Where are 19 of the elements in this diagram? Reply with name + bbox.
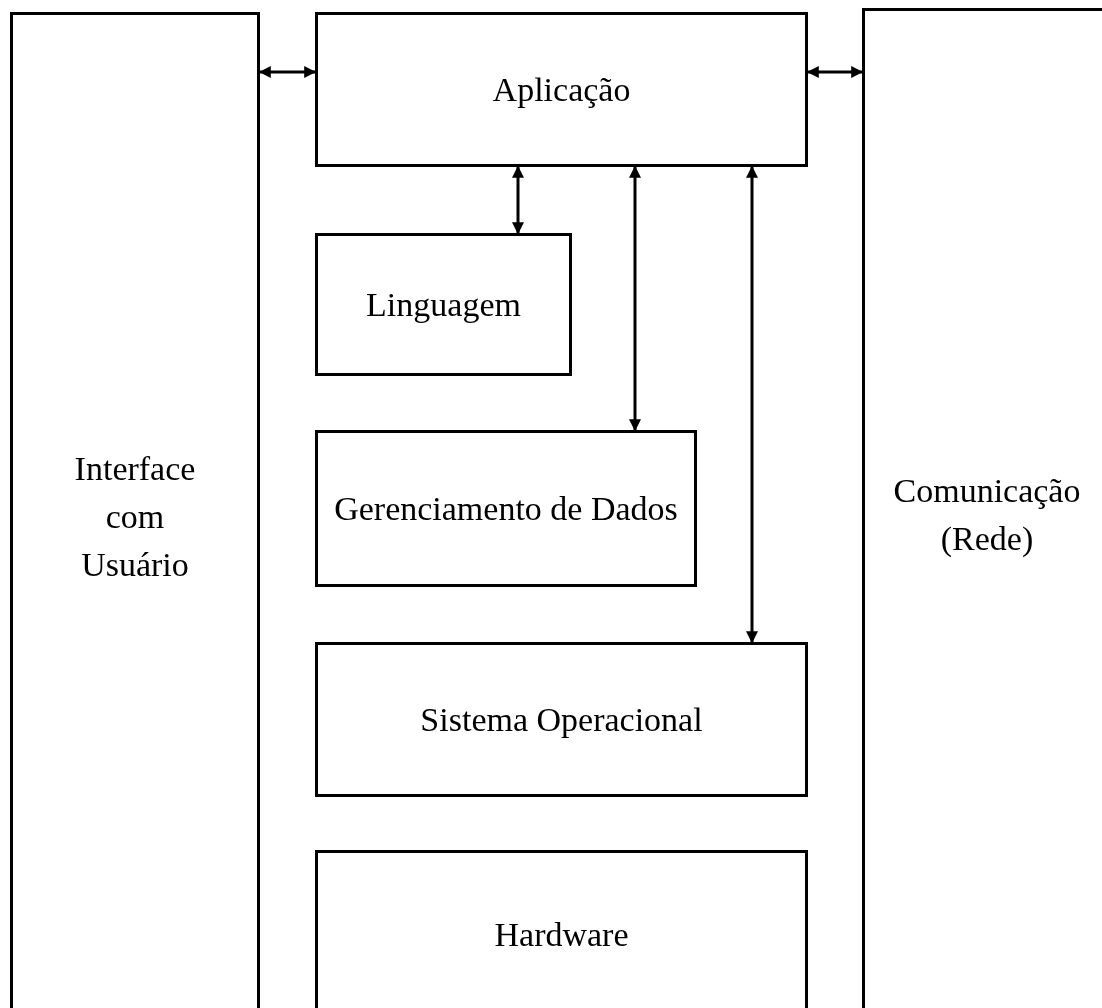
layer-label: Comunicação (Rede) [892, 471, 1082, 559]
layer-box [315, 850, 808, 1008]
layer-label: Sistema Operacional [420, 699, 703, 740]
layer-box [315, 430, 697, 587]
double-arrow [806, 66, 864, 78]
layer-label: Hardware [494, 915, 629, 955]
layer-box [315, 642, 808, 797]
layer-box [315, 12, 808, 167]
layer-label: Linguagem [366, 284, 521, 325]
layer-label: Interface com Usuário [73, 449, 197, 585]
double-arrow [258, 66, 317, 78]
layer-box [10, 12, 260, 1008]
layer-label: Aplicação [492, 69, 631, 110]
layer-label: Gerenciamento de Dados [334, 488, 678, 529]
layer-box [862, 8, 1102, 1008]
double-arrow [629, 165, 641, 432]
layer-box [315, 233, 572, 376]
double-arrow [746, 165, 758, 644]
double-arrow [512, 165, 524, 235]
